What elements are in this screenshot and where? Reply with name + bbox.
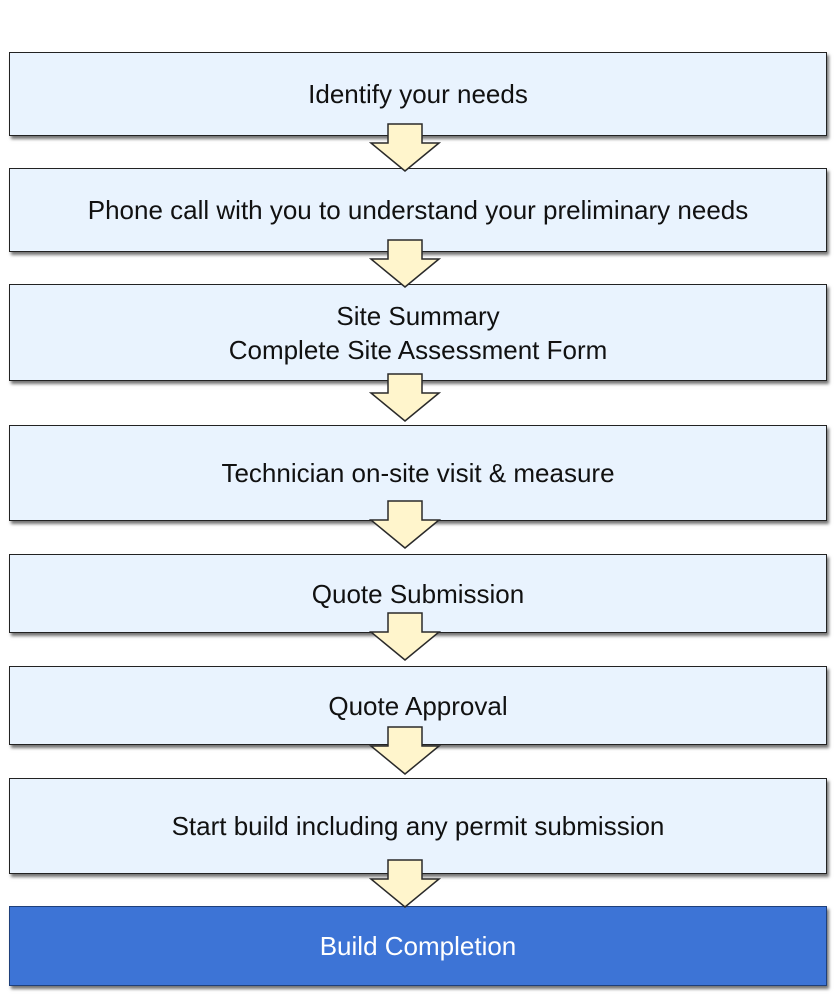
step-label: Quote Submission (311, 578, 525, 609)
down-arrow-icon (369, 612, 441, 661)
step-label-line-2: Complete Site Assessment Form (228, 334, 608, 365)
step-label: Identify your needs (308, 79, 528, 109)
down-arrow-icon (369, 123, 441, 172)
step-identify-needs: Identify your needs (9, 52, 827, 136)
down-arrow-icon (369, 239, 441, 288)
step-start-build: Start build including any permit submiss… (9, 778, 827, 874)
step-label: Quote Approval (328, 690, 508, 721)
down-arrow-icon (369, 859, 441, 908)
step-label: Build Completion (319, 931, 517, 961)
step-label: Start build including any permit submiss… (171, 811, 665, 841)
step-label-line-1: Site Summary (336, 300, 500, 331)
step-label: Phone call with you to understand your p… (87, 195, 749, 225)
step-label: Technician on-site visit & measure (221, 458, 615, 488)
step-site-summary: Site Summary Complete Site Assessment Fo… (9, 284, 827, 381)
down-arrow-icon (369, 373, 441, 422)
down-arrow-icon (369, 726, 441, 775)
down-arrow-icon (369, 500, 441, 549)
step-build-completion: Build Completion (9, 906, 827, 986)
